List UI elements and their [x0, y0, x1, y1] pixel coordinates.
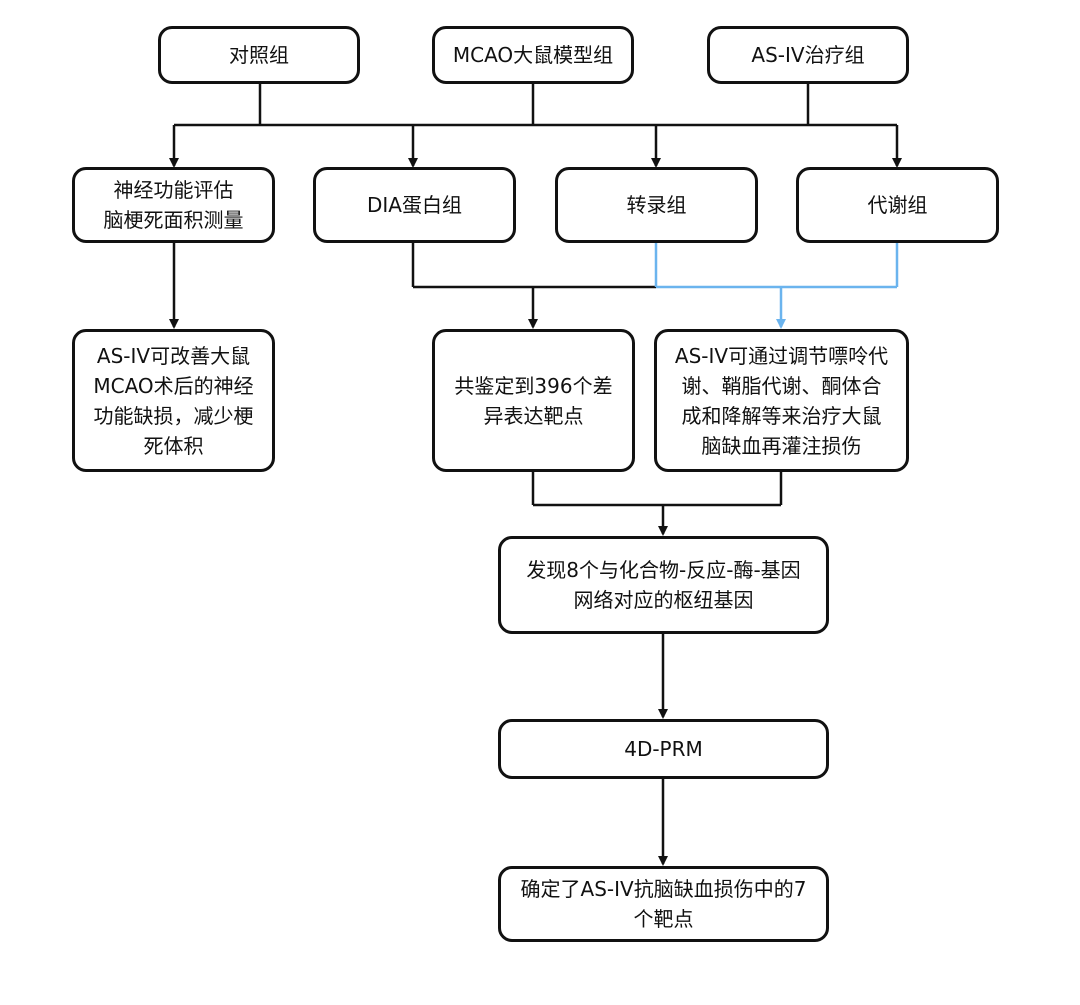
metabolome-box: 代谢组	[796, 167, 999, 243]
dep-targets-label: 共鉴定到396个差 异表达靶点	[454, 373, 613, 428]
dia-protein-label: DIA蛋白组	[367, 193, 462, 217]
hub-genes-box: 发现8个与化合物-反应-酶-基因 网络对应的枢纽基因	[498, 536, 829, 634]
metabolome-label: 代谢组	[867, 193, 928, 217]
transcriptome-label: 转录组	[626, 193, 687, 217]
asiv-group-box: AS-IV治疗组	[707, 26, 909, 84]
top-groups-connector	[174, 84, 897, 127]
asiv-group-label: AS-IV治疗组	[751, 43, 865, 67]
dep-targets-box: 共鉴定到396个差 异表达靶点	[432, 329, 635, 472]
mcao-group-label: MCAO大鼠模型组	[452, 43, 614, 67]
prm-box: 4D-PRM	[498, 719, 829, 779]
mcao-group-box: MCAO大鼠模型组	[432, 26, 634, 84]
branch-arrows	[169, 125, 902, 168]
asiv-pathways-label: AS-IV可通过调节嘌呤代 谢、鞘脂代谢、酮体合 成和降解等来治疗大鼠 脑缺血再…	[674, 343, 889, 458]
asiv-improve-label: AS-IV可改善大鼠 MCAO术后的神经 功能缺损，减少梗 死体积	[93, 343, 254, 458]
final-targets-label: 确定了AS-IV抗脑缺血损伤中的7 个靶点	[520, 877, 807, 931]
prm-label: 4D-PRM	[624, 737, 703, 761]
control-group-label: 对照组	[229, 43, 289, 67]
control-group-box: 对照组	[158, 26, 360, 84]
neuro-eval-label: 神经功能评估 脑梗死面积测量	[103, 178, 244, 232]
omics-to-targets-connector	[411, 243, 656, 329]
asiv-improve-box: AS-IV可改善大鼠 MCAO术后的神经 功能缺损，减少梗 死体积	[72, 329, 275, 472]
neuro-eval-box: 神经功能评估 脑梗死面积测量	[72, 167, 275, 243]
hub-genes-label: 发现8个与化合物-反应-酶-基因 网络对应的枢纽基因	[526, 558, 801, 612]
results-to-hub-connector	[531, 471, 783, 536]
transcriptome-box: 转录组	[555, 167, 758, 243]
final-targets-box: 确定了AS-IV抗脑缺血损伤中的7 个靶点	[498, 866, 829, 942]
asiv-pathways-box: AS-IV可通过调节嘌呤代 谢、鞘脂代谢、酮体合 成和降解等来治疗大鼠 脑缺血再…	[654, 329, 909, 472]
dia-protein-box: DIA蛋白组	[313, 167, 516, 243]
omics-to-pathways-connector	[654, 243, 899, 329]
